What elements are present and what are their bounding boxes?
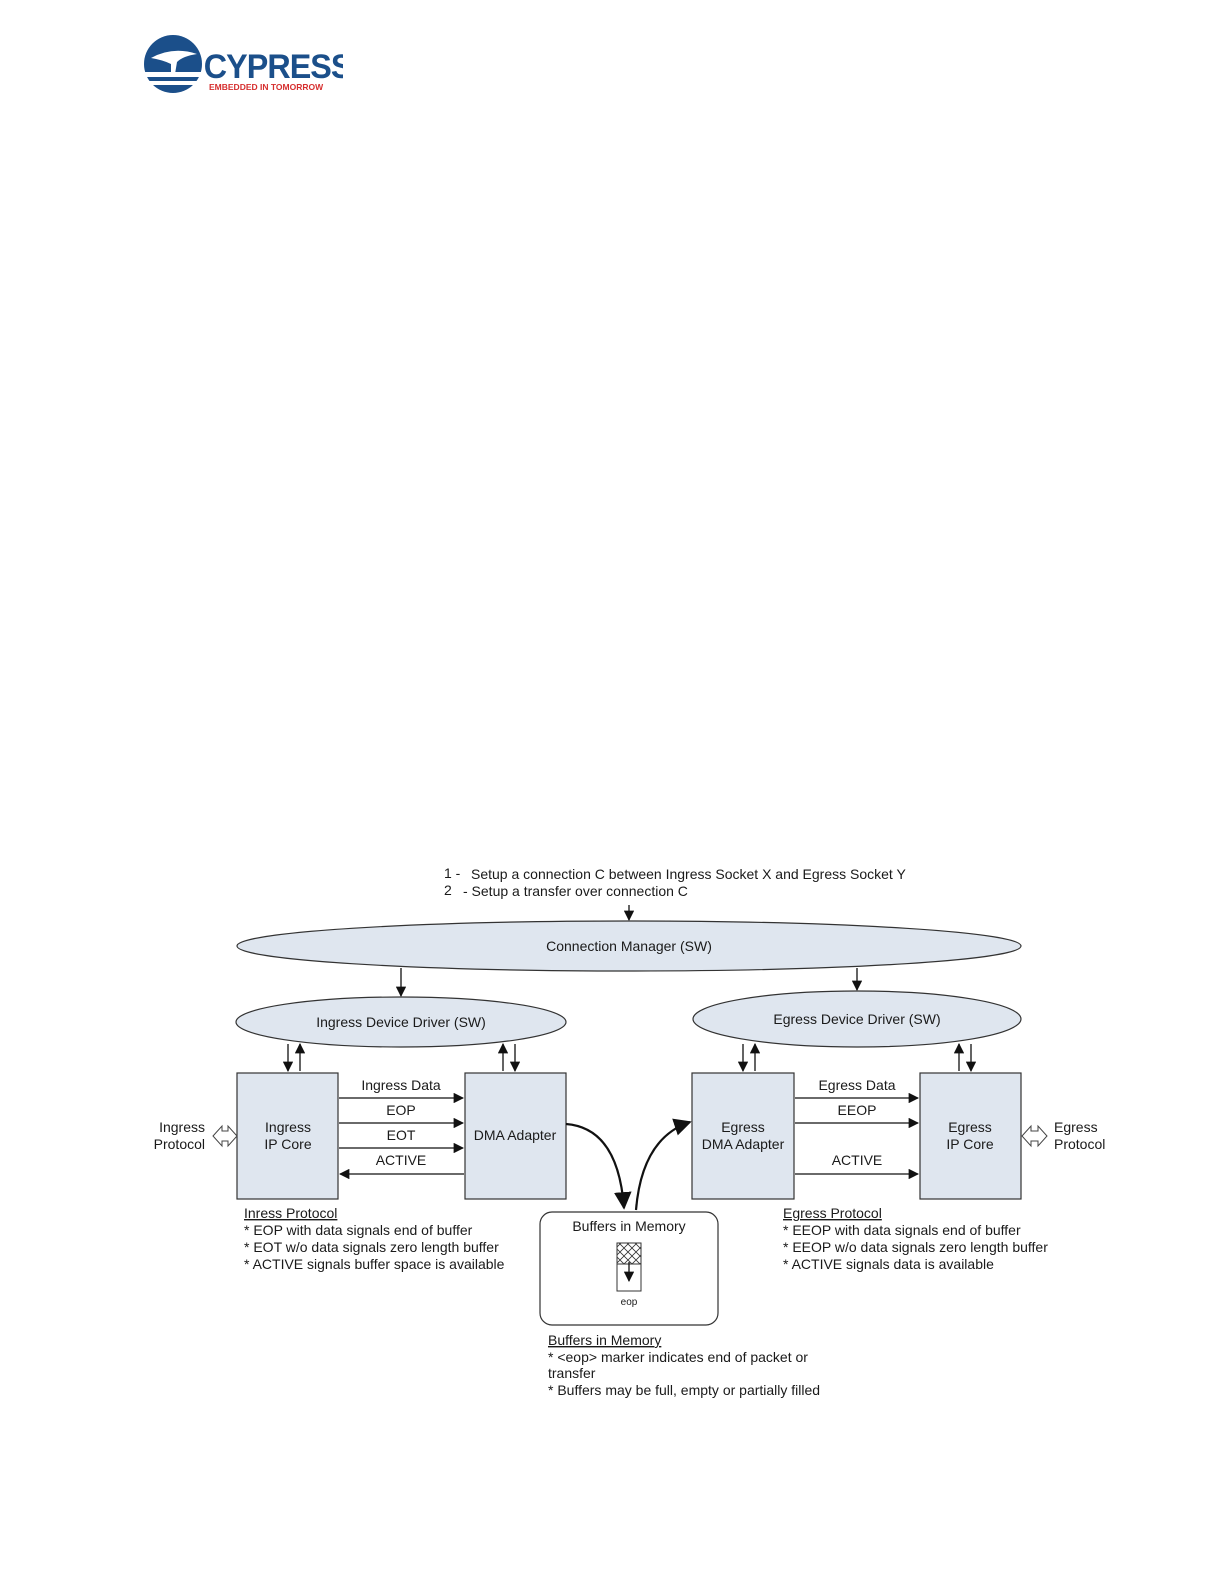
step-2-number: 2 [444,882,452,898]
buffer-note-1: * <eop> marker indicates end of packet o… [548,1349,808,1365]
eeop-label: EEOP [838,1102,877,1118]
egress-ip-core-box [919,1072,1022,1200]
egress-ip-core-label-2: IP Core [946,1136,993,1152]
egress-data-label: Egress Data [818,1077,895,1093]
ingress-data-label: Ingress Data [361,1077,441,1093]
ingress-active-label: ACTIVE [376,1152,427,1168]
egress-active-label: ACTIVE [832,1152,883,1168]
ingress-notes-title: Inress Protocol [244,1205,337,1221]
ingress-ip-core-box [236,1072,339,1200]
egress-driver-label: Egress Device Driver (SW) [773,1011,940,1027]
buffer-note-3: * Buffers may be full, empty or partiall… [548,1382,820,1398]
step-1-number: 1 - [444,865,461,881]
logo-brand: CYPRESS [204,48,343,86]
ingress-protocol-label-1: Ingress [159,1119,205,1135]
egress-protocol-label-2: Protocol [1054,1136,1105,1152]
dma-adapter-box [464,1072,567,1200]
ingress-note-2: * EOT w/o data signals zero length buffe… [244,1239,499,1255]
dma-to-buffers-arrow [565,1122,632,1210]
ingress-driver-ellipse [235,996,567,1048]
egress-protocol-label-1: Egress [1054,1119,1098,1135]
logo-tagline: EMBEDDED IN TOMORROW [209,82,324,92]
egress-note-3: * ACTIVE signals data is available [783,1256,994,1272]
buffer-note-2: transfer [548,1365,596,1381]
buffers-box-title: Buffers in Memory [572,1218,685,1234]
eot-label: EOT [387,1127,416,1143]
buffer-notes-title: Buffers in Memory [548,1332,661,1348]
ingress-ip-core-label-2: IP Core [264,1136,311,1152]
ingress-driver-label: Ingress Device Driver (SW) [316,1014,486,1030]
egress-dma-adapter-label-1: Egress [721,1119,765,1135]
ingress-protocol-label-2: Protocol [154,1136,205,1152]
step-2-text: - Setup a transfer over connection C [463,883,688,899]
egress-dma-adapter-label-2: DMA Adapter [702,1136,785,1152]
logo-tree-icon [151,50,197,74]
egress-ip-core-label-1: Egress [948,1119,992,1135]
egress-notes-title: Egress Protocol [783,1205,882,1221]
egress-protocol-double-arrow-icon [1021,1124,1048,1148]
egress-dma-adapter-box [691,1072,795,1200]
ingress-protocol-double-arrow-icon [212,1124,238,1148]
eop-label: EOP [386,1102,416,1118]
ingress-ip-core-label-1: Ingress [265,1119,311,1135]
connection-manager-ellipse [236,920,1022,972]
connection-manager-label: Connection Manager (SW) [546,938,712,954]
egress-note-1: * EEOP with data signals end of buffer [783,1222,1021,1238]
ingress-note-1: * EOP with data signals end of buffer [244,1222,473,1238]
cypress-logo: CYPRESS EMBEDDED IN TOMORROW [143,35,343,93]
buffers-to-egress-dma-arrow [634,1118,692,1211]
egress-driver-ellipse [692,990,1022,1048]
egress-note-2: * EEOP w/o data signals zero length buff… [783,1239,1048,1255]
ingress-note-3: * ACTIVE signals buffer space is availab… [244,1256,505,1272]
step-1-text: Setup a connection C between Ingress Soc… [471,866,906,882]
dma-adapter-label: DMA Adapter [474,1127,557,1143]
eop-marker-label: eop [621,1297,638,1308]
